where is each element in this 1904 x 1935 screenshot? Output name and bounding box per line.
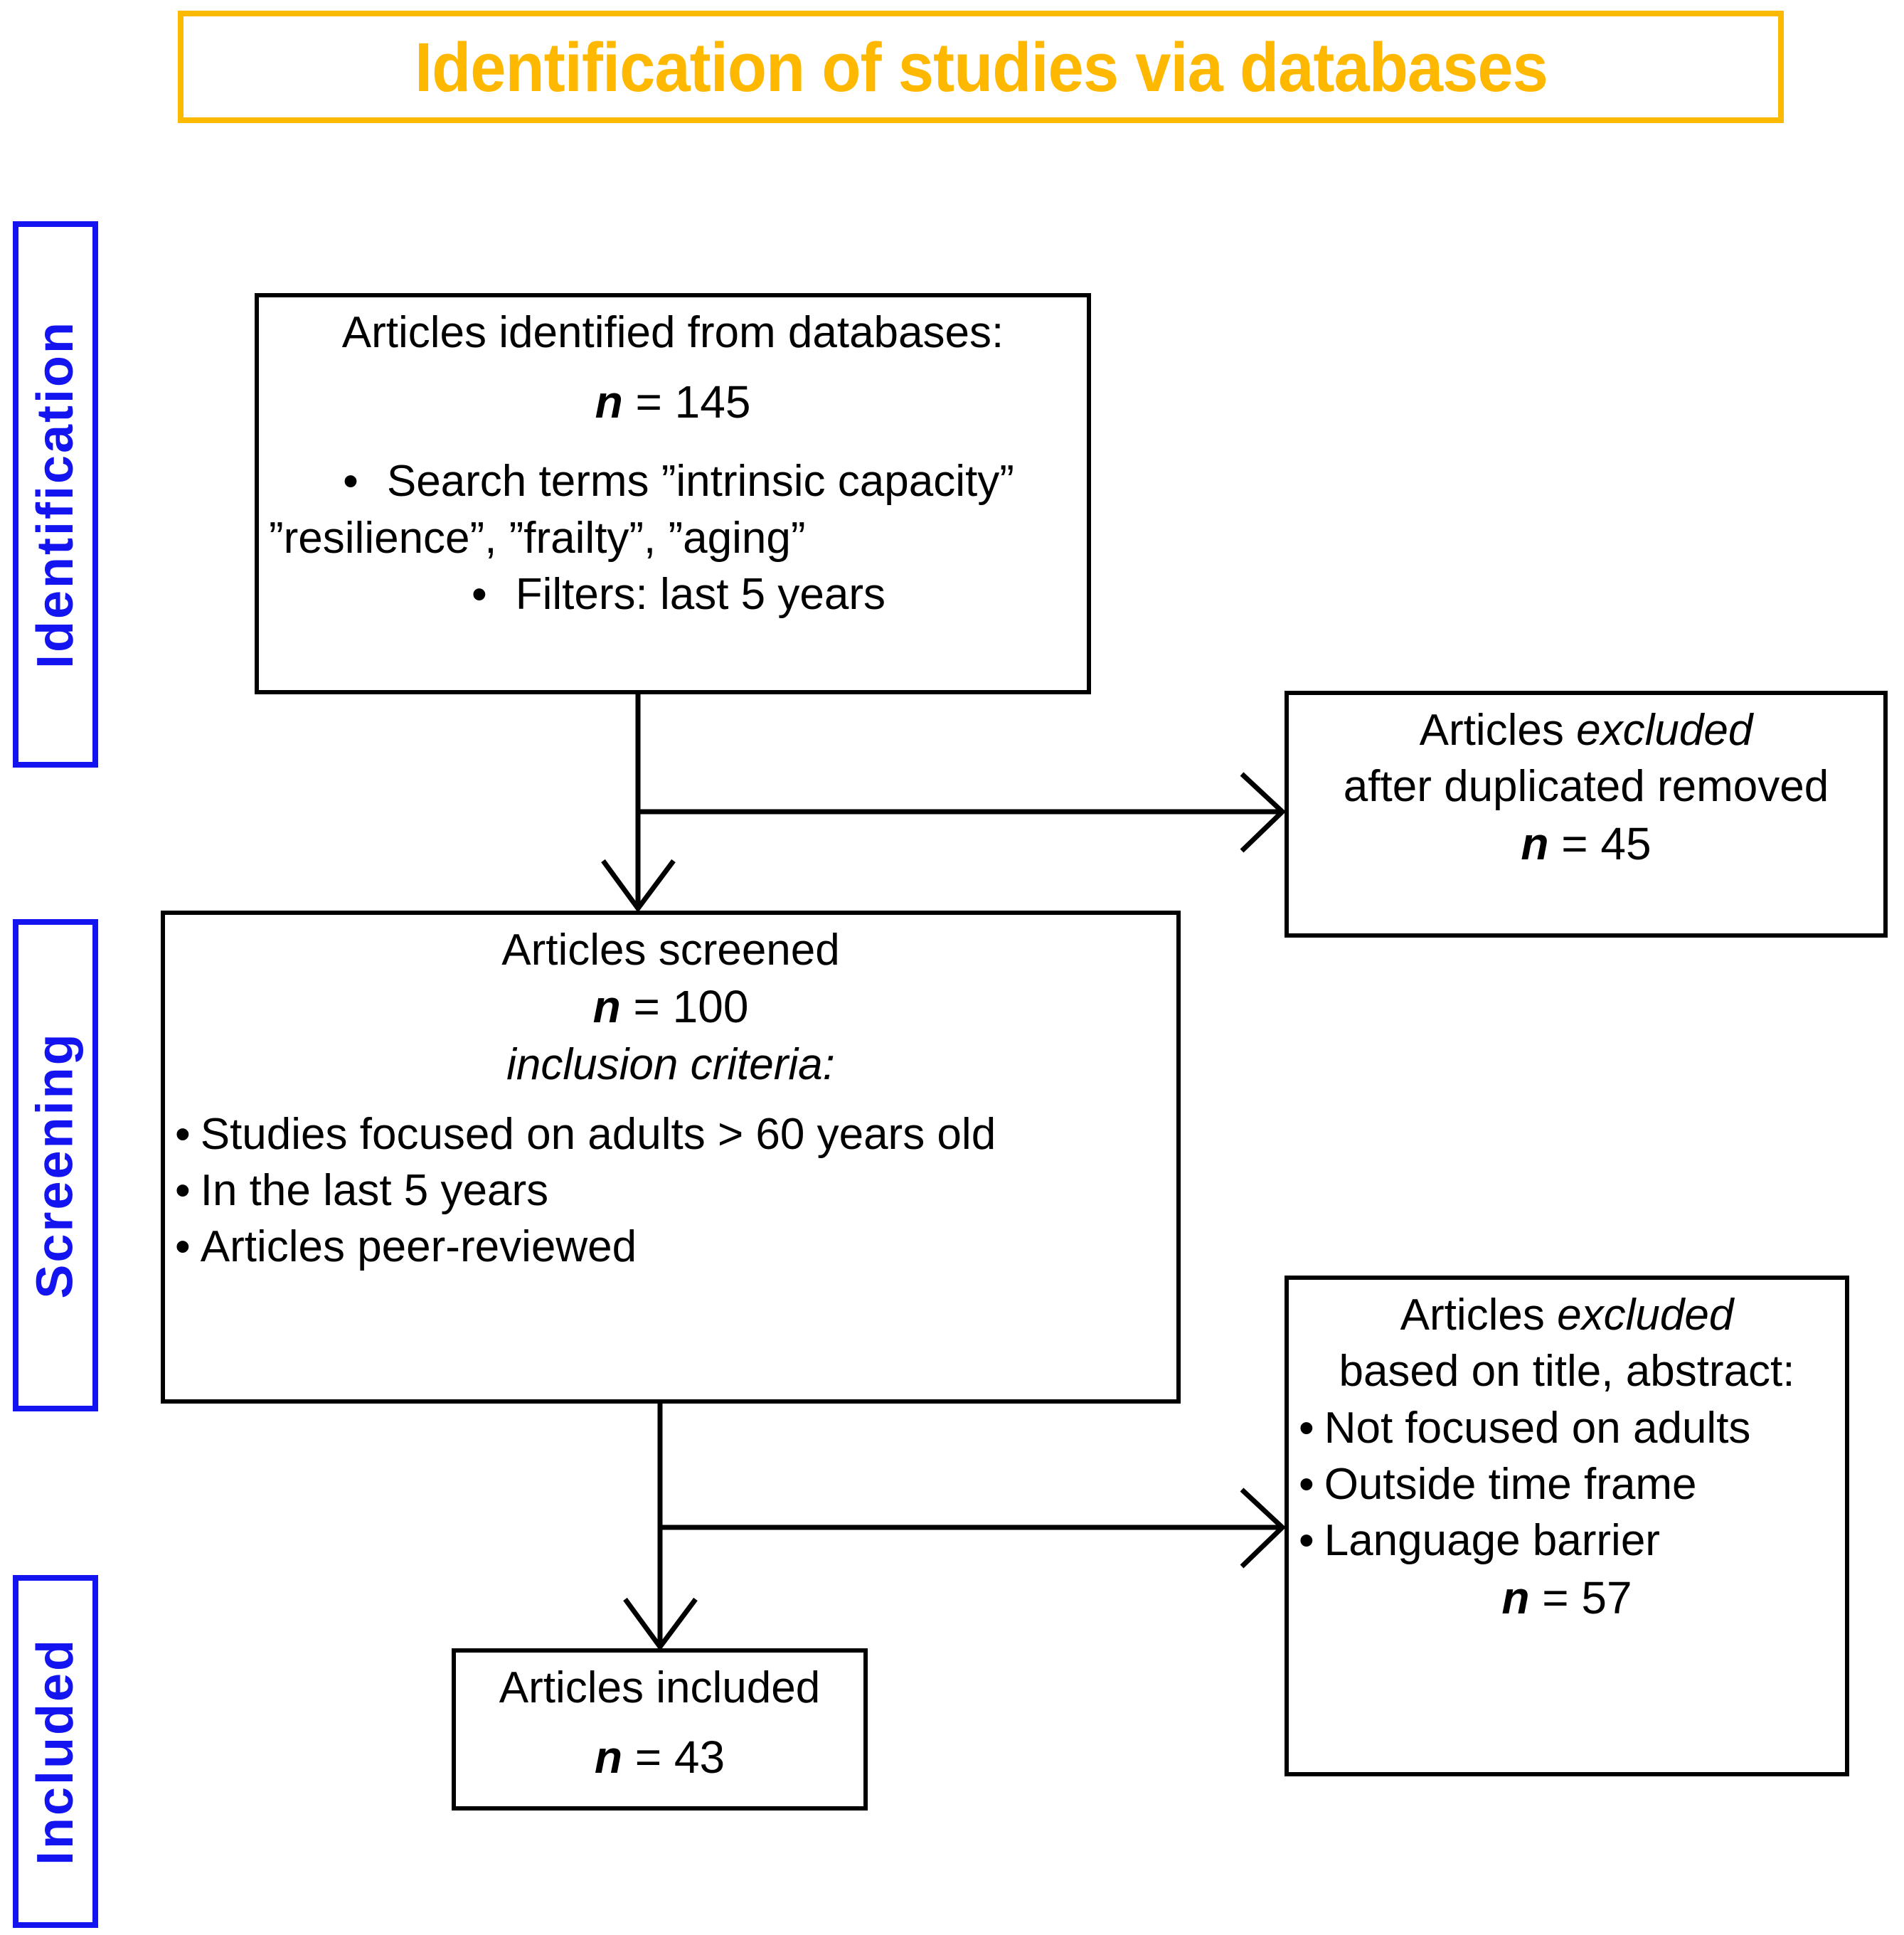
box-excluded-1-heading-italic: excluded xyxy=(1576,706,1753,755)
box-excluded-2-bullet-2: Language barrier xyxy=(1299,1512,1835,1569)
box-excluded-2-count: n = 57 xyxy=(1299,1569,1835,1628)
n-value: = 145 xyxy=(622,376,751,428)
spacer xyxy=(269,361,1077,373)
box-screened-bullet-0: Studies focused on adults > 60 years old xyxy=(175,1106,1166,1162)
box-excluded-2-bullet-1: Outside time frame xyxy=(1299,1456,1835,1512)
stage-label-screening-text: Screening xyxy=(27,1032,84,1299)
box-excluded-1-heading-plain: Articles xyxy=(1419,706,1577,755)
box-included-heading: Articles included xyxy=(499,1663,821,1712)
diagram-title: Identification of studies via databases xyxy=(414,28,1548,106)
n-symbol: n xyxy=(595,376,623,428)
n-symbol: n xyxy=(1521,817,1549,869)
box-identified-heading: Articles identified from databases: xyxy=(341,308,1004,357)
stage-label-screening: Screening xyxy=(13,919,98,1411)
n-symbol: n xyxy=(592,981,621,1033)
box-excluded-2-heading: Articles excluded xyxy=(1299,1287,1835,1343)
n-symbol: n xyxy=(594,1732,622,1783)
box-articles-excluded-duplicates: Articles excluded after duplicated remov… xyxy=(1285,691,1888,938)
stage-label-included: Included xyxy=(13,1575,98,1928)
spacer xyxy=(466,1716,853,1729)
box-excluded-2-heading-plain: Articles xyxy=(1400,1290,1558,1340)
stage-label-included-text: Included xyxy=(27,1637,85,1866)
box-screened-heading: Articles screened xyxy=(501,926,840,975)
box-screened-criteria-label: inclusion criteria: xyxy=(506,1040,835,1090)
spacer xyxy=(269,432,1077,453)
stage-label-identification: Identification xyxy=(13,221,98,768)
box-identified-bullet-0: Search terms ”intrinsic capacity” xyxy=(269,453,1077,509)
n-value: = 57 xyxy=(1529,1571,1632,1623)
box-excluded-2-heading-italic: excluded xyxy=(1557,1290,1734,1340)
box-excluded-2-line2: based on title, abstract: xyxy=(1339,1347,1795,1396)
box-screened-bullet-1: In the last 5 years xyxy=(175,1162,1166,1219)
n-value: = 45 xyxy=(1548,817,1652,869)
box-excluded-1-count: n = 45 xyxy=(1299,815,1873,874)
box-identified-count: n = 145 xyxy=(269,373,1077,432)
box-articles-screened: Articles screened n = 100 inclusion crit… xyxy=(161,911,1181,1404)
box-identified-bullet-1: Filters: last 5 years xyxy=(269,566,1077,622)
n-value: = 100 xyxy=(620,981,749,1033)
box-included-count: n = 43 xyxy=(466,1729,853,1787)
box-excluded-1-heading: Articles excluded xyxy=(1299,702,1873,758)
box-screened-bullet-2: Articles peer-reviewed xyxy=(175,1219,1166,1275)
box-excluded-2-bullet-0: Not focused on adults xyxy=(1299,1400,1835,1456)
n-value: = 43 xyxy=(622,1732,725,1783)
box-excluded-1-line2: after duplicated removed xyxy=(1343,762,1829,812)
box-articles-identified: Articles identified from databases: n = … xyxy=(255,293,1091,694)
n-symbol: n xyxy=(1501,1571,1530,1623)
stage-label-identification-text: Identification xyxy=(27,320,84,669)
diagram-title-box: Identification of studies via databases xyxy=(178,11,1784,123)
box-articles-excluded-title-abstract: Articles excluded based on title, abstra… xyxy=(1285,1276,1849,1776)
box-identified-continuation: ”resilience”, ”frailty”, ”aging” xyxy=(269,513,806,563)
box-screened-count: n = 100 xyxy=(175,978,1166,1037)
spacer xyxy=(175,1093,1166,1106)
box-articles-included: Articles included n = 43 xyxy=(452,1648,868,1811)
